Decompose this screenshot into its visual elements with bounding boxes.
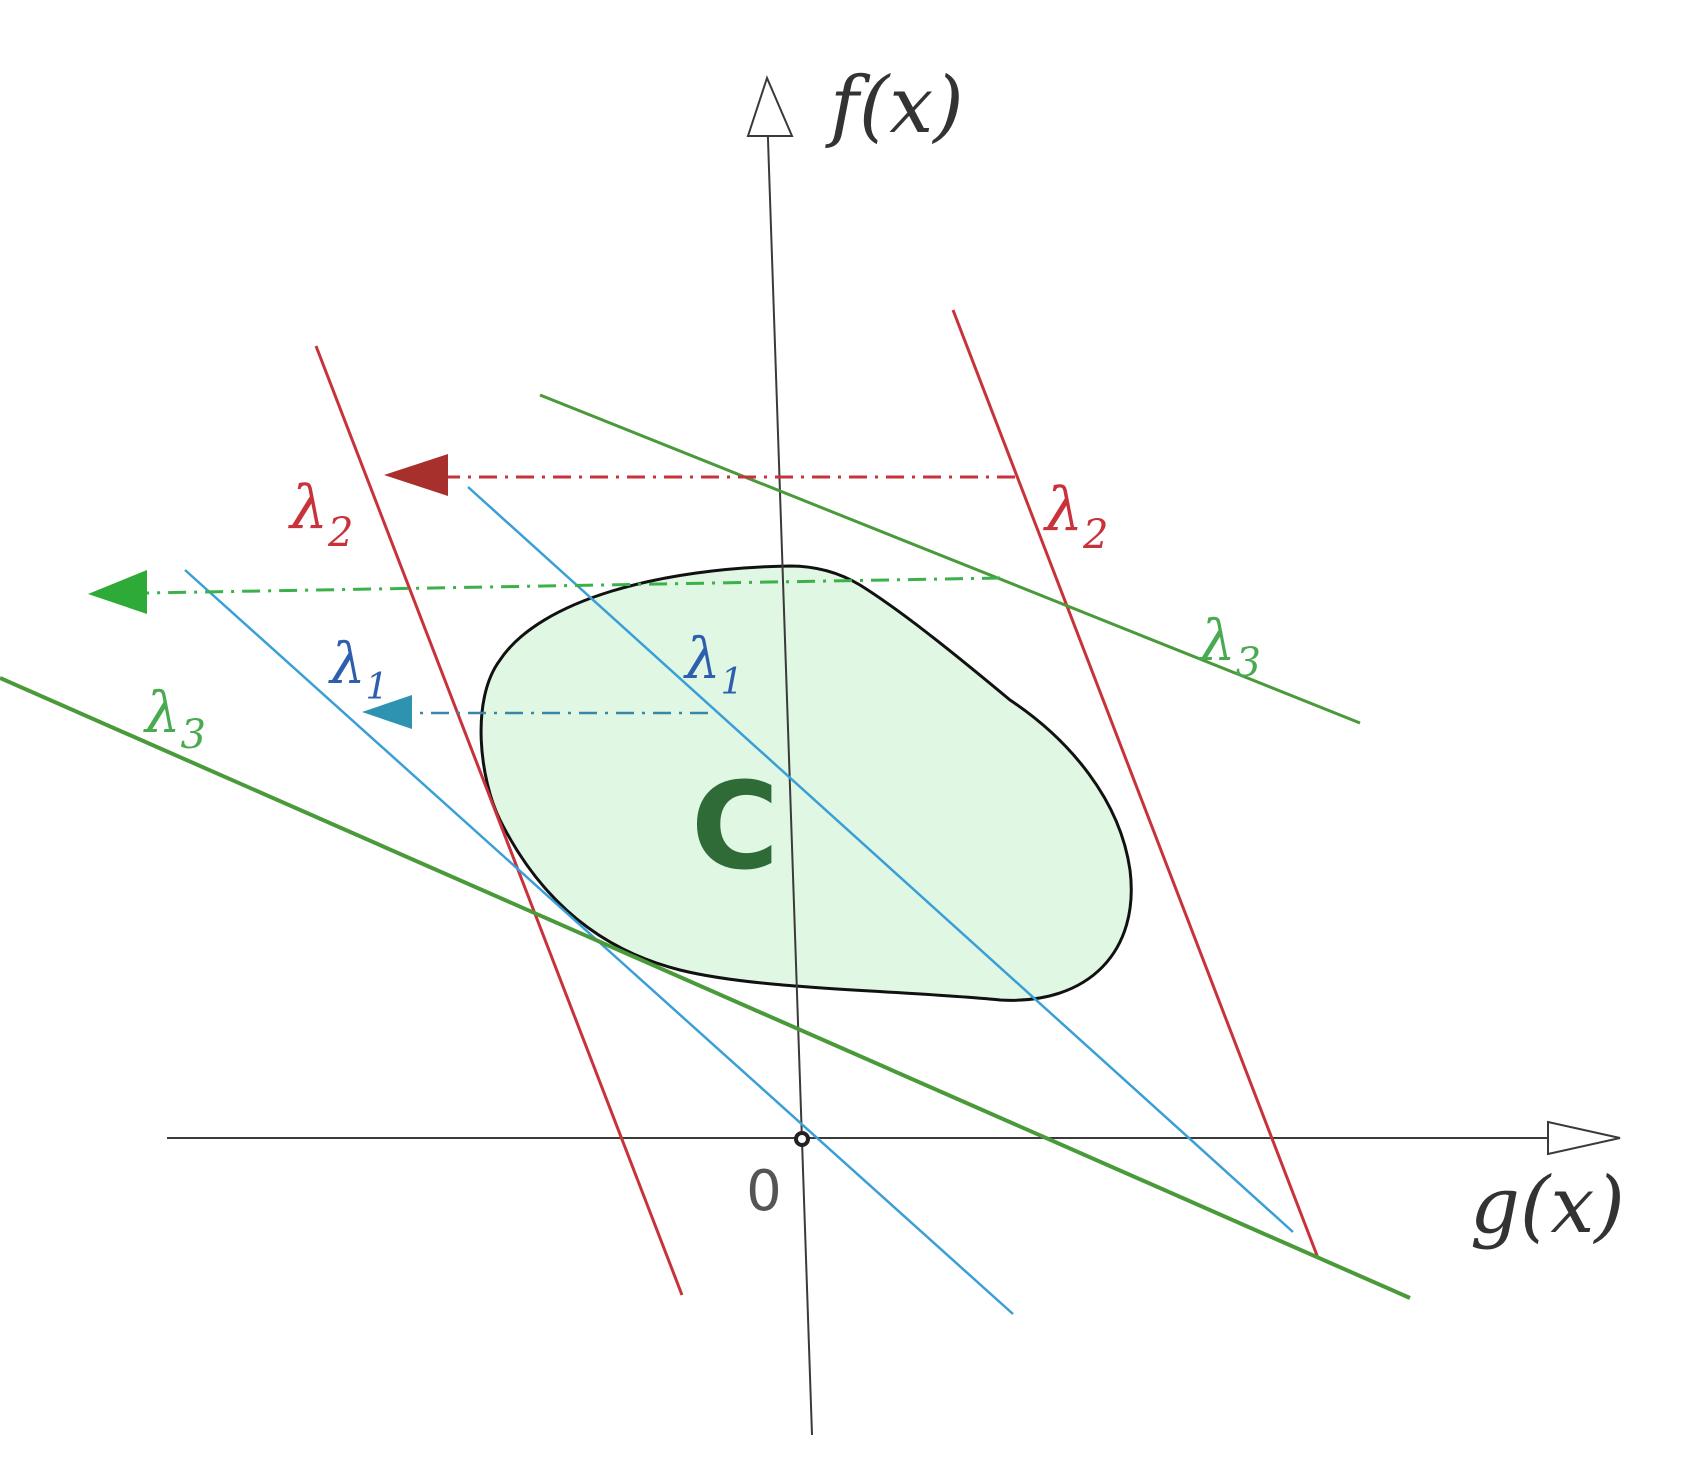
y-axis-label: f(x)	[825, 61, 964, 151]
origin-label: 0	[746, 1159, 782, 1224]
label-lambda2-right: λ2	[1043, 475, 1108, 558]
label-lambda3-left: λ3	[143, 681, 206, 758]
line-lambda2-left	[314, 345, 684, 1296]
y-axis	[766, 109, 813, 1436]
x-axis-label: g(x)	[1470, 1161, 1625, 1251]
origin-point	[794, 1131, 810, 1147]
line-lambda2-right	[951, 309, 1320, 1259]
arrow-lambda3-head	[88, 570, 147, 614]
support-lines	[0, 309, 1411, 1315]
arrow-lambda3-shaft	[145, 576, 1001, 595]
label-lambda2-left: λ2	[288, 473, 353, 556]
y-axis-arrowhead	[746, 75, 794, 137]
arrow-lambda1-head	[362, 695, 412, 729]
region-c	[479, 564, 1133, 1002]
arrow-lambda2-head	[384, 454, 448, 496]
x-axis-arrowhead	[1547, 1120, 1621, 1156]
label-lambda3-right: λ3	[1198, 609, 1261, 686]
direction-arrows	[88, 454, 1015, 729]
region-label: C	[691, 758, 779, 897]
lambda-labels: λ2 λ2 λ1 λ1 λ3 λ3	[143, 473, 1261, 758]
line-lambda1-right	[467, 486, 1294, 1233]
line-lambda3-top	[539, 393, 1361, 725]
label-lambda1-right: λ1	[683, 627, 743, 703]
axes	[167, 75, 1621, 1436]
label-lambda1-left: λ1	[328, 632, 388, 708]
line-lambda3-bottom	[0, 676, 1411, 1300]
